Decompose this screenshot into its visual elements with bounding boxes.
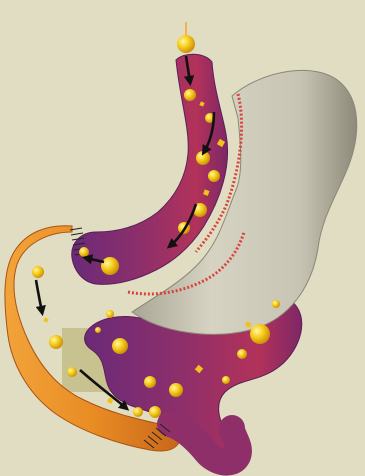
food-particle-icon [169, 383, 183, 397]
food-particle-icon [95, 327, 101, 333]
food-particle-icon [106, 310, 114, 318]
food-particle-icon [67, 367, 77, 377]
food-particle-icon [101, 257, 119, 275]
food-particle-icon [43, 317, 49, 323]
food-particle-icon [272, 300, 280, 308]
food-particle-icon [144, 376, 156, 388]
food-particle-icon [184, 89, 196, 101]
gastric-pouch [72, 54, 228, 284]
food-particle-icon [112, 338, 128, 354]
food-particle-icon [133, 407, 143, 417]
food-particle-icon [32, 266, 44, 278]
food-particle-icon [222, 376, 230, 384]
food-particle-icon [177, 35, 195, 53]
food-particle-icon [149, 406, 161, 418]
arrow-icon [36, 280, 42, 312]
food-particle-icon [79, 247, 89, 257]
food-particle-icon [237, 349, 247, 359]
food-particle-icon [196, 151, 210, 165]
food-particle-icon [250, 324, 270, 344]
food-particle-icon [49, 335, 63, 349]
stomach-remnant [132, 70, 357, 334]
food-particle-icon [208, 170, 220, 182]
